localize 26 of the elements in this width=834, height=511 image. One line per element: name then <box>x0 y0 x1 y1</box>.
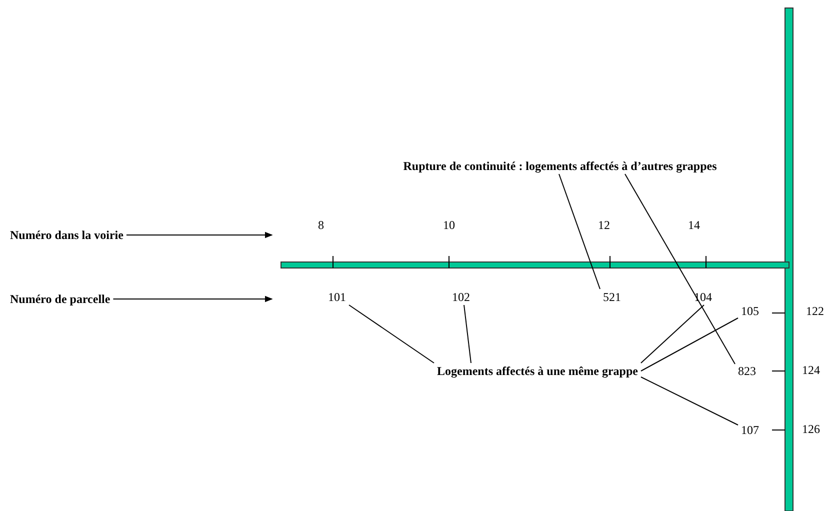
leader-line <box>640 318 738 372</box>
leader-line <box>624 174 736 364</box>
leader-line <box>640 376 738 426</box>
number-label: 823 <box>732 362 762 380</box>
number-label: 12 <box>598 217 610 234</box>
number-label: 126 <box>802 421 820 438</box>
leader-line <box>348 304 435 364</box>
number-label: 102 <box>446 288 476 306</box>
number-label: 14 <box>688 217 700 234</box>
number-label: 8 <box>318 217 324 234</box>
annotation-text: Numéro dans la voirie <box>10 226 188 244</box>
number-label: 105 <box>735 302 765 320</box>
number-label: 124 <box>802 362 820 379</box>
arrow <box>126 232 273 238</box>
annotation-text: Rupture de continuité : logements affectés à d’autres grappes <box>358 157 762 175</box>
arrow <box>112 296 273 302</box>
number-label: 521 <box>597 288 627 306</box>
leader-line <box>640 304 704 364</box>
number-label: 122 <box>806 303 824 320</box>
number-label: 10 <box>443 217 455 234</box>
annotation-text: Numéro de parcelle <box>10 290 188 308</box>
leader-line <box>464 304 472 364</box>
leader-line <box>558 174 600 290</box>
number-label: 107 <box>735 421 765 439</box>
annotation-text: Logements affectés à une même grappe <box>410 362 665 380</box>
number-label: 101 <box>322 288 352 306</box>
